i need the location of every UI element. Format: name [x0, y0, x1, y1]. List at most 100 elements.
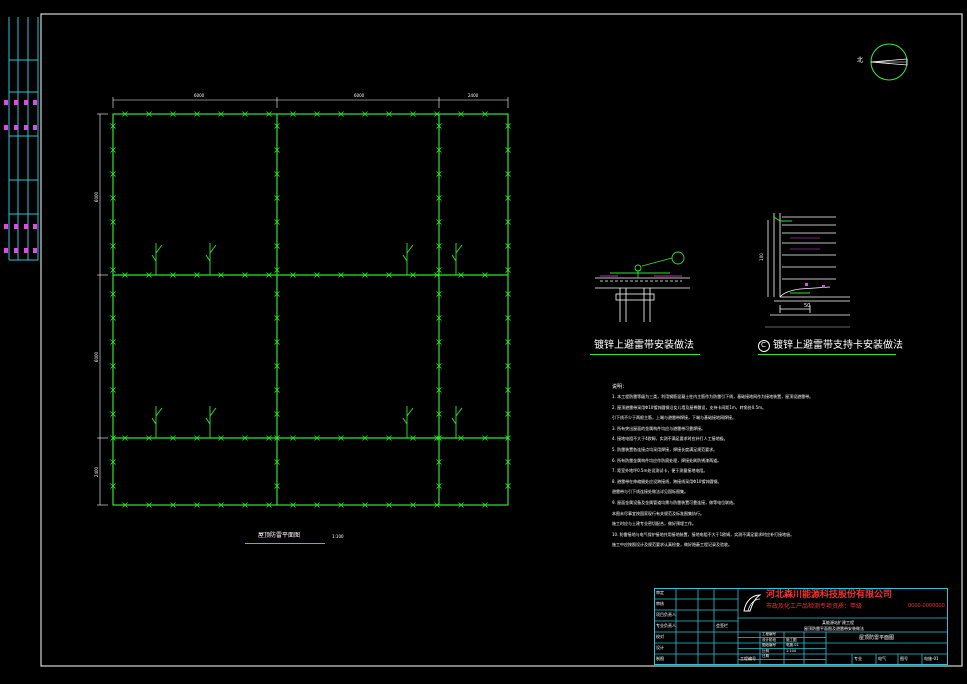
title-block-cell: 图号 — [900, 656, 908, 661]
strip-clip-mark — [218, 111, 224, 117]
strip-clip-mark — [505, 459, 511, 465]
title-block-cell: 审定 — [656, 590, 664, 595]
title-block-cell: 电气 — [878, 656, 886, 661]
strip-clip-mark — [122, 111, 128, 117]
strip-clip-mark — [505, 387, 511, 393]
strip-clip-mark — [436, 459, 442, 465]
title-block-cell: 施工图 — [786, 637, 797, 642]
strip-clip-mark — [266, 435, 272, 441]
strip-clip-mark — [274, 483, 280, 489]
strip-clip-mark — [266, 502, 272, 508]
strip-clip-mark — [266, 272, 272, 278]
strip-clip-mark — [410, 272, 416, 278]
strip-clip-mark — [274, 387, 280, 393]
strip-clip-mark — [110, 315, 116, 321]
title-block-cell: 比例 — [762, 648, 769, 653]
company-phone: 0000-0000000 — [908, 603, 945, 609]
title-block-cell: 工程编号 — [740, 656, 756, 661]
company-qualification: 市政及化工产品检测专项资质：甲级 — [766, 603, 863, 610]
strip-clip-mark — [434, 502, 440, 508]
strip-clip-mark — [218, 502, 224, 508]
strip-clip-mark — [482, 435, 488, 441]
project-name: 某能源站扩建工程 — [822, 620, 854, 625]
title-block: 河北森川能源科技股份有限公司 市政及化工产品检测专项资质：甲级 0000-000… — [654, 588, 948, 665]
strip-clip-mark — [194, 435, 200, 441]
title-block-cell: 图纸编号 — [762, 643, 776, 647]
strip-clip-mark — [436, 339, 442, 345]
title-block-cell: 专业负责人 — [656, 623, 676, 628]
dim-left-3: 2400 — [94, 466, 100, 478]
strip-clip-mark — [110, 171, 116, 177]
strip-clip-mark — [436, 123, 442, 129]
strip-clip-mark — [110, 411, 116, 417]
strip-clip-mark — [436, 267, 442, 273]
strip-clip-mark — [274, 435, 280, 441]
strip-clip-mark — [482, 272, 488, 278]
strip-clip-mark — [436, 411, 442, 417]
strip-clip-mark — [110, 219, 116, 225]
plan-title-underline — [245, 543, 325, 544]
strip-clip-mark — [505, 315, 511, 321]
title-block-cell: 日期 — [762, 654, 769, 658]
strip-clip-mark — [362, 435, 368, 441]
strip-clip-mark — [110, 123, 116, 129]
strip-clip-mark — [458, 111, 464, 117]
strip-clip-mark — [458, 272, 464, 278]
title-block-grid — [654, 588, 948, 665]
note-line: 9. 屋面金属设备及金属管道均需与防雷装置可靠连接，做等电位联结。 — [612, 500, 738, 505]
strip-clip-mark — [146, 435, 152, 441]
strip-clip-mark — [274, 267, 280, 273]
title-block-cell: 设计 — [656, 645, 664, 650]
strip-clip-mark — [436, 435, 442, 441]
strip-clip-mark — [436, 363, 442, 369]
note-line: 5. 防雷装置各连接点均采用焊接，焊接长度满足规范要求。 — [612, 447, 718, 452]
detail-2-marker-icon — [758, 340, 770, 352]
strip-clip-mark — [436, 291, 442, 297]
air-terminal-icon — [451, 406, 463, 438]
note-line: 2. 屋顶避雷带采用Φ10镀锌圆钢沿女儿墙及屋脊敷设，支持卡间距1m，转角处0.… — [612, 404, 767, 410]
strip-clip-mark — [458, 435, 464, 441]
strip-clip-mark — [386, 272, 392, 278]
title-block-cell: 会签栏 — [716, 623, 728, 628]
plan-title: 屋顶防雷平面图 — [258, 532, 301, 539]
title-block-cell: 项目负责人 — [656, 612, 676, 617]
strip-clip-mark — [218, 435, 224, 441]
strip-clip-mark — [290, 502, 296, 508]
detail-2-dim-bottom: 50 — [804, 303, 811, 309]
strip-clip-mark — [482, 111, 488, 117]
note-line: 施工中应按照设计及规范要求认真检查，做好隐蔽工程记录及验收。 — [612, 542, 732, 548]
strip-clip-mark — [194, 272, 200, 278]
strip-clip-mark — [290, 435, 296, 441]
detail-1-underline — [590, 354, 700, 355]
strip-clip-mark — [266, 111, 272, 117]
note-line: 本图未尽事宜按国家现行有关规范及标准图集执行。 — [612, 510, 704, 516]
strip-clip-mark — [274, 147, 280, 153]
strip-clip-mark — [505, 171, 511, 177]
air-terminal-icon — [205, 243, 217, 275]
strip-clip-mark — [386, 111, 392, 117]
company-logo-icon — [743, 594, 762, 612]
strip-clip-mark — [290, 272, 296, 278]
strip-clip-mark — [505, 123, 511, 129]
strip-clip-mark — [410, 502, 416, 508]
strip-clip-mark — [274, 459, 280, 465]
strip-clip-mark — [314, 502, 320, 508]
strip-clip-mark — [170, 111, 176, 117]
strip-clip-mark — [110, 291, 116, 297]
strip-clip-mark — [110, 147, 116, 153]
strip-clip-mark — [170, 435, 176, 441]
strip-clip-mark — [458, 502, 464, 508]
strip-clip-mark — [314, 435, 320, 441]
strip-clip-mark — [338, 502, 344, 508]
title-block-cell: 校对 — [656, 634, 664, 639]
strip-clip-mark — [362, 272, 368, 278]
strip-clip-mark — [274, 363, 280, 369]
strip-clip-mark — [242, 111, 248, 117]
strip-clip-mark — [436, 387, 442, 393]
air-terminal-icon — [402, 243, 414, 275]
air-terminal-icon — [151, 243, 163, 275]
strip-clip-mark — [110, 459, 116, 465]
strip-clip-mark — [314, 111, 320, 117]
detail-2-title: 镀锌上避雷带支持卡安装做法 — [773, 340, 903, 351]
